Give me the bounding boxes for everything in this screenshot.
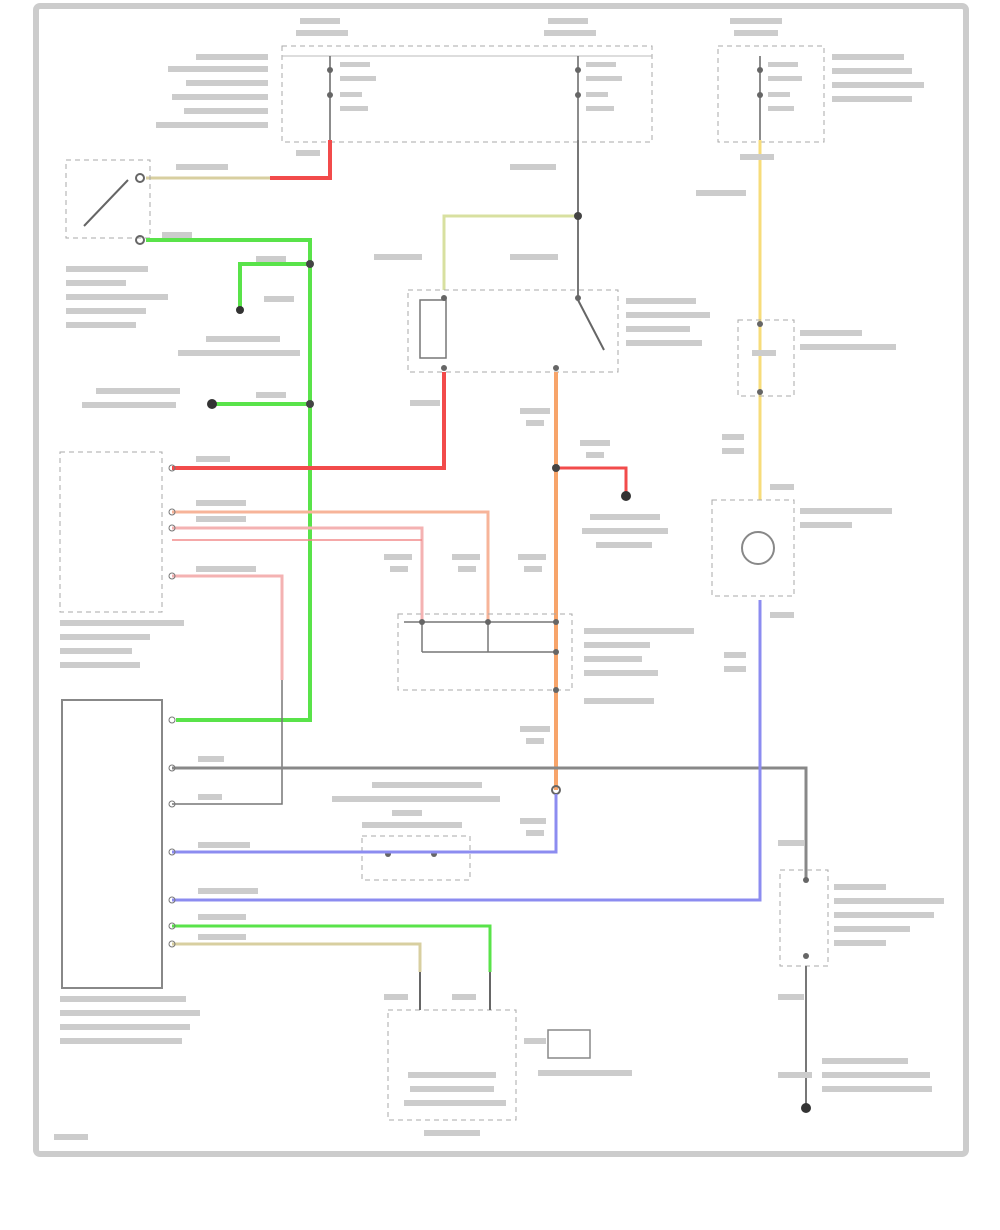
right-connector-1 (722, 319, 896, 454)
fuse-left-labels (340, 62, 622, 111)
center-box (332, 782, 500, 881)
fuse-labels-top (296, 18, 782, 36)
combination-meter (711, 484, 892, 672)
brake-switch (65, 159, 168, 328)
right-connector-2 (778, 840, 944, 1113)
ecm-main (60, 699, 200, 1044)
wire-blue-1 (172, 794, 558, 854)
wire-gray-bus (172, 766, 808, 880)
bottom-sensor (384, 972, 632, 1136)
wire-green-bottom (172, 924, 492, 972)
wire-red-ecm (172, 372, 446, 470)
wire-green-main (146, 238, 312, 722)
wire-pink-1 (172, 510, 490, 620)
relay-box (407, 289, 710, 373)
wire-gray-pink (172, 680, 283, 805)
fuse-box-left (281, 45, 653, 143)
wire-pink-3 (172, 574, 284, 680)
wire-yellowgreen (442, 214, 578, 290)
corner-code (54, 1134, 88, 1140)
ecm-upper (59, 451, 184, 668)
diagram-frame (33, 3, 969, 1157)
wire-green-branch-1 (238, 262, 310, 310)
left-fuse-side-labels (156, 54, 268, 128)
ecm-pins (168, 464, 176, 948)
wire-blue-2 (172, 600, 762, 902)
wire-red-branch (556, 466, 628, 496)
wire-tan-bottom (172, 942, 422, 972)
wire-red-top (270, 140, 332, 180)
wire-pink-2 (172, 526, 424, 620)
fuse-box-right (717, 45, 924, 143)
joint-connector (397, 613, 694, 704)
